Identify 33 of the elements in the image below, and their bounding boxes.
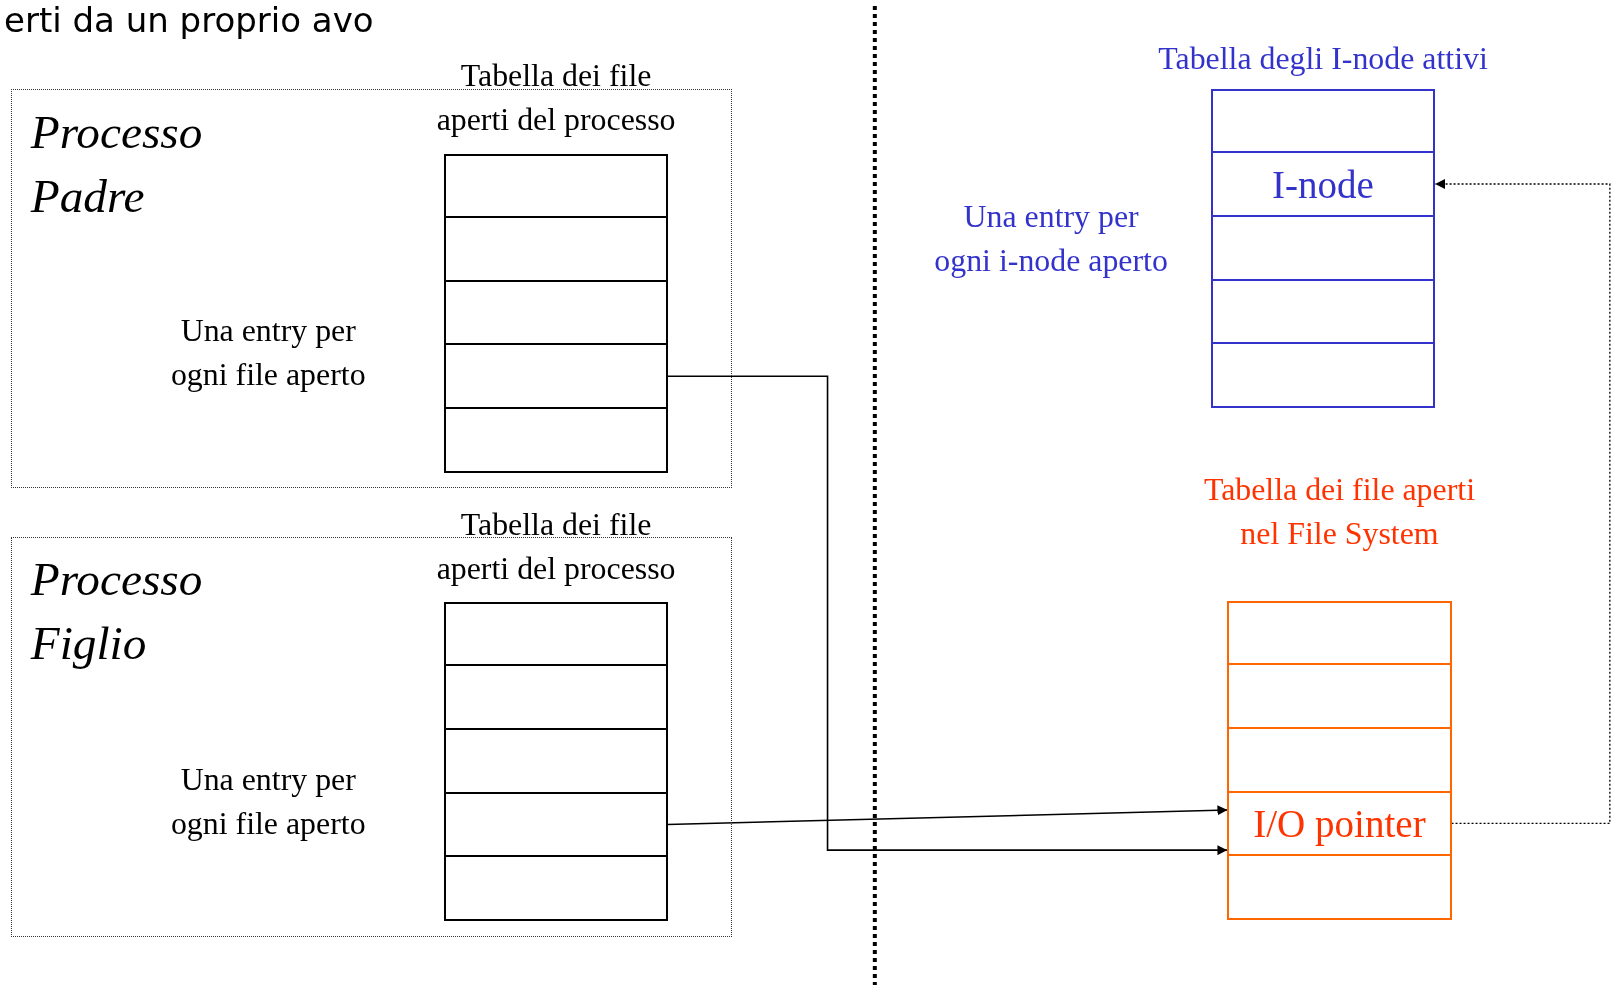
slide-title-fragment: erti da un proprio avo (4, 0, 374, 40)
table-row (444, 409, 669, 473)
table-row (444, 793, 669, 858)
arrow (1434, 179, 1611, 825)
table-title: Tabella dei file aperti del processo (435, 57, 677, 140)
table-row (1210, 216, 1436, 281)
table-row (444, 666, 669, 730)
process-name: Processo Figlio (30, 551, 204, 671)
table-row (444, 154, 669, 218)
table-row (444, 729, 669, 794)
table-row (1227, 728, 1452, 793)
process-name: Processo Padre (30, 104, 204, 224)
table-row (444, 217, 669, 282)
table-caption: Una entry per ogni file aperto (169, 760, 367, 843)
table-row (1227, 856, 1452, 921)
table-row (444, 345, 669, 410)
table-row (444, 857, 669, 922)
arrow (666, 805, 1229, 826)
table-row (444, 602, 669, 667)
table-row: I/O pointer (1227, 792, 1452, 857)
table-row (1210, 89, 1436, 154)
table-row (1210, 280, 1436, 345)
table-title: Tabella dei file aperti nel File System (1202, 470, 1476, 553)
table-row (1210, 344, 1436, 409)
table-row (1227, 665, 1452, 729)
table-title: Tabella degli I-node attivi (1157, 40, 1489, 78)
table-title: Tabella dei file aperti del processo (435, 505, 677, 588)
table-row (444, 281, 669, 346)
table-caption: Una entry per ogni i-node aperto (933, 198, 1169, 281)
table-row: I-node (1210, 153, 1436, 217)
table-caption: Una entry per ogni file aperto (169, 312, 367, 395)
arrow (666, 375, 1229, 856)
table-row (1227, 601, 1452, 666)
